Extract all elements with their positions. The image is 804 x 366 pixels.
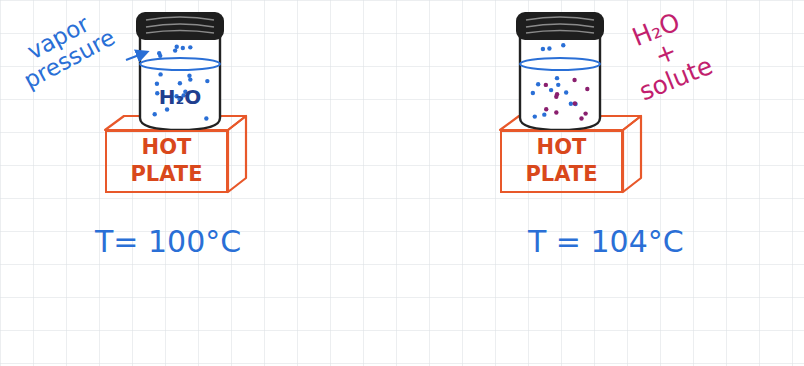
particle-dot bbox=[544, 107, 548, 111]
particle-dot bbox=[533, 114, 537, 118]
particle-dot bbox=[555, 92, 559, 96]
particle-dot bbox=[153, 112, 157, 116]
particle-dot bbox=[554, 110, 558, 114]
node-text: H₂O bbox=[159, 84, 202, 110]
particle-dot bbox=[155, 82, 159, 86]
particle-dot bbox=[569, 102, 573, 106]
particle-dot bbox=[542, 112, 546, 116]
particle-dot bbox=[573, 101, 577, 105]
particle-dot bbox=[205, 79, 209, 83]
particle-dot bbox=[204, 116, 208, 120]
particle-dot bbox=[585, 87, 589, 91]
node-text: HOT PLATE bbox=[525, 134, 597, 189]
particle-dot bbox=[549, 88, 553, 92]
particles bbox=[153, 43, 590, 121]
hot-plate: HOT PLATE bbox=[105, 130, 228, 193]
particle-dot bbox=[573, 102, 577, 106]
particle-dot bbox=[187, 73, 191, 77]
particle-dot bbox=[178, 81, 182, 85]
particle-dot bbox=[561, 43, 565, 47]
hot-plate: HOT PLATE bbox=[500, 130, 623, 193]
particle-dot bbox=[181, 46, 185, 50]
particle-dot bbox=[536, 82, 540, 86]
particle-dot bbox=[531, 91, 535, 95]
particle-dot bbox=[583, 111, 587, 115]
particle-dot bbox=[188, 77, 192, 81]
particle-dot bbox=[541, 47, 545, 51]
particle-dot bbox=[547, 46, 551, 50]
particle-dot bbox=[188, 45, 192, 49]
particle-dot bbox=[173, 48, 177, 52]
particle-dot bbox=[555, 76, 559, 80]
beaker-water: H₂O bbox=[142, 68, 218, 126]
particle-dot bbox=[579, 116, 583, 120]
beaker-left bbox=[136, 12, 224, 130]
node-text: HOT PLATE bbox=[130, 134, 202, 189]
temperature-label: T = 104°C bbox=[528, 226, 684, 258]
beaker-right bbox=[516, 12, 604, 130]
particle-dot bbox=[544, 83, 548, 87]
leader-arrow bbox=[126, 52, 147, 60]
temperature-label: T= 100°C bbox=[95, 226, 241, 258]
particle-dot bbox=[158, 72, 162, 76]
particle-dot bbox=[175, 45, 179, 49]
particle-dot bbox=[556, 83, 560, 87]
particle-dot bbox=[572, 78, 576, 82]
particle-dot bbox=[157, 51, 161, 55]
particle-dot bbox=[564, 90, 568, 94]
